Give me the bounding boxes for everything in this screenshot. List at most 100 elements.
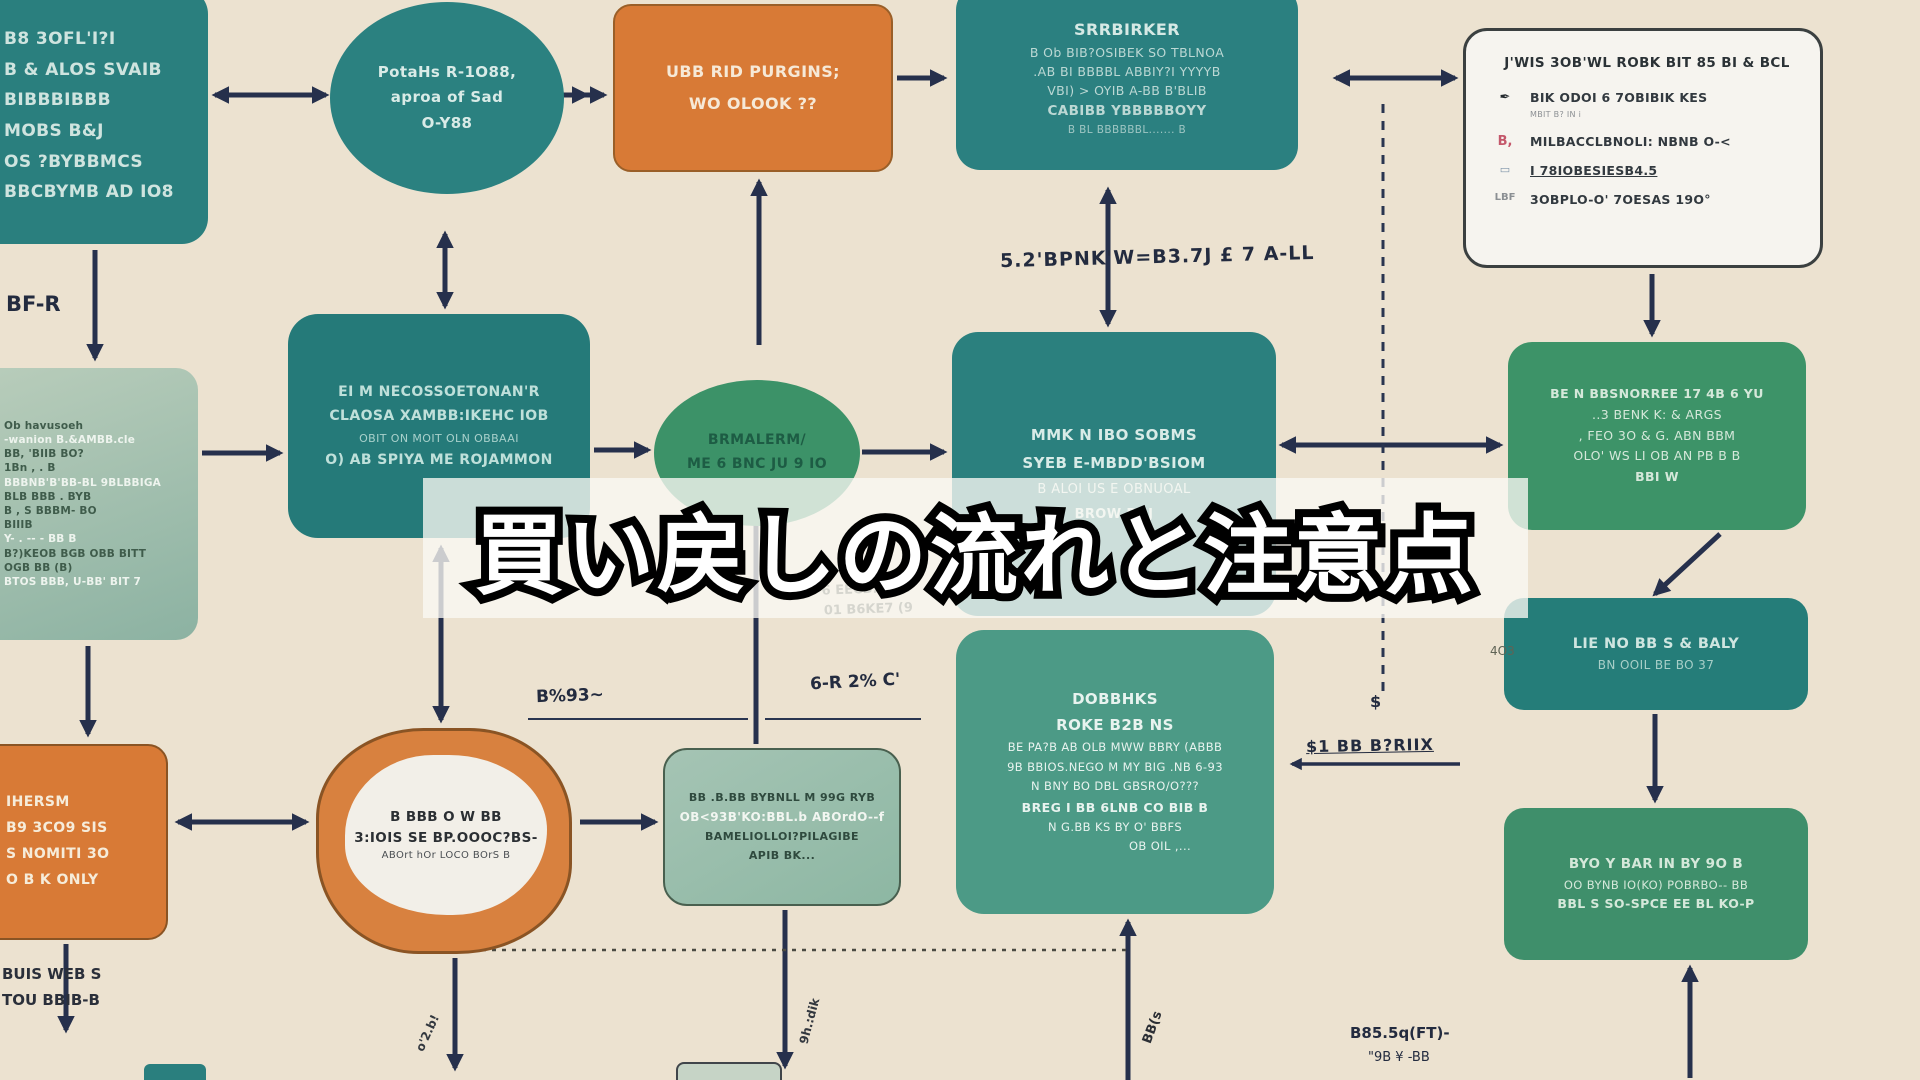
text-line: MOBS B&J (4, 121, 104, 141)
text-line: BE PA?B AB OLB MWW BBRY (ABBB (1007, 740, 1223, 754)
text-line: O) AB SPIYA ME ROJAMMON (325, 451, 553, 468)
card-icon: ▭ (1499, 163, 1511, 176)
node-top-left: B8 3OFL'I?I B & ALOS SVAIB BIBBBIBBB MOBS B… (0, 0, 208, 244)
info-item-text: 3OBPLO-O' 7OESAS 19O° (1530, 192, 1711, 207)
text-line: BLB BBB . BYB (4, 490, 92, 503)
text-line: BBBNB'B'BB-BL 9BLBBIGA (4, 476, 162, 489)
label-icon: LBF (1494, 192, 1516, 203)
text-line: B9 3CO9 SIS (6, 820, 108, 837)
text-line: BIIIB (4, 519, 33, 532)
text-line: Ob havusoeh (4, 419, 84, 432)
tiny-teal-box (144, 1064, 206, 1080)
node-orange-top: UBB RID PURGINS; WO OLOOK ?? (613, 4, 893, 172)
text-line: BRMALERM/ (707, 432, 807, 449)
label-4o3: 4O3 (1490, 644, 1515, 658)
text-line: ABOrt hOr LOCO BOrS B (381, 849, 511, 861)
text-line: PotaHs R-1O88, (377, 62, 517, 81)
info-item-subtext: MBIT B? IN i (1530, 110, 1582, 119)
node-orange-bottom-left: IHERSM B9 3CO9 SIS S NOMITI 3O O B K ONLY (0, 744, 168, 940)
list-item: ▭ I 78IOBESIESB4.5 (1492, 163, 1802, 178)
text-line: OS ?BYBBMCS (4, 151, 144, 172)
text-line: UBB RID PURGINS; (666, 62, 840, 81)
text-line: -wanion B.&AMBB.cle (4, 434, 136, 447)
text-line: ..3 BENK K: & ARGS (1591, 407, 1723, 423)
text-line: IHERSM (6, 794, 70, 811)
text-line: OLO' WS LI OB AN PB B B (1573, 448, 1741, 464)
text-line: LIE NO BB S & BALY (1572, 635, 1740, 652)
text-line: OBIT ON MOIT OLN OBBAAI (359, 431, 519, 445)
node-right-green-2: BYO Y BAR IN BY 9O B OO BYNB IO(KO) POBRB… (1504, 808, 1808, 960)
info-item-text: MILBACCLBNOLI: NBNB O-< (1530, 134, 1731, 149)
node-right-green: BE N BBSNORREE 17 4B 6 YU ..3 BENK K: & A… (1508, 342, 1806, 530)
text-line: BBI W (1635, 468, 1679, 484)
list-item: ✒ BIK ODOI 6 7OBIBIK KES MBIT B? IN i (1492, 90, 1802, 120)
node-info-panel: J'WIS 3OB'WL ROBK BIT 85 BI & BCL ✒ BIK … (1463, 28, 1823, 268)
text-line: O-Y88 (421, 113, 473, 132)
text-line: O B K ONLY (6, 871, 99, 888)
text-line: VBI) > OYIB A-BB B'BLIB (1047, 83, 1207, 99)
text-line: BE N BBSNORREE 17 4B 6 YU (1550, 386, 1764, 402)
text-line: , FEO 3O & G. ABN BBM (1578, 427, 1736, 443)
text-line: BB .B.BB BYBNLL M 99G RYB (688, 790, 876, 804)
info-panel-title: J'WIS 3OB'WL ROBK BIT 85 BI & BCL (1504, 55, 1790, 71)
text-line: BAMELIOLLOI?PILAGIBE (705, 829, 859, 843)
text-line: N BNY BO DBL GBSRO/O??? (1030, 779, 1199, 794)
text-line: B & ALOS SVAIB (4, 59, 162, 80)
text-line: Y- . -- - BB B (4, 533, 77, 546)
text-line: OB OIL ,... (1128, 839, 1192, 854)
text-line: CABIBB YBBBBBOYY (1047, 102, 1207, 119)
text-line: BTOS BBB, U-BB' BIT 7 (4, 575, 141, 588)
list-item: LBF 3OBPLO-O' 7OESAS 19O° (1492, 192, 1802, 207)
page-title: 買い戻しの流れと注意点 (475, 485, 1476, 612)
text-line: B BBB O W BB (390, 809, 502, 826)
label-bottom-right-2: "9B ¥ -BB (1368, 1050, 1430, 1065)
text-line: OB<93B'KO:BBL.b ABOrdO--f (679, 810, 885, 825)
list-item: B, MILBACCLBNOLI: NBNB O-< (1492, 134, 1802, 149)
text-line: BBCBYMB AD IO8 (4, 182, 174, 203)
pink-tag-icon: B, (1497, 134, 1513, 149)
node-green-gradient: BB .B.BB BYBNLL M 99G RYB OB<93B'KO:BBL.b… (663, 748, 901, 906)
info-item-text: I 78IOBESIESB4.5 (1530, 163, 1658, 178)
text-line: B8 3OFL'I?I (4, 29, 116, 50)
label-bfr: BF-R (6, 292, 61, 316)
label-b293: B%93~ (535, 684, 605, 708)
text-line: aproa of Sad (390, 88, 504, 107)
label-dollar: $ (1370, 692, 1382, 711)
pen-icon: ✒ (1499, 90, 1511, 105)
text-line: BYO Y BAR IN BY 9O B (1568, 856, 1744, 872)
text-line: BBL S SO-SPCE EE BL KO-P (1557, 895, 1755, 911)
text-line: .AB BI BBBBL ABBIY?I YYYYB (1033, 64, 1221, 80)
text-line: 3:IOIS SE BP.OOOC?BS- (354, 829, 538, 846)
text-line: CLAOSA XAMBB:IKEHC IOB (329, 408, 549, 425)
text-line: BB, 'BIIB BO? (4, 448, 84, 461)
text-line: EI M NECOSSOETONAN'R (338, 383, 540, 400)
text-line: S NOMITI 3O (6, 846, 110, 862)
small-pale-box (676, 1062, 782, 1080)
text-line: WO OLOOK ?? (688, 94, 818, 113)
arrow-rightgreen-rightteal2 (1652, 532, 1722, 597)
blob-inner-panel: B BBB O W BB 3:IOIS SE BP.OOOC?BS- ABOrt h… (345, 755, 547, 915)
text-line: ME 6 BNC JU 9 IO (686, 456, 828, 472)
text-line: DOBBHKS (1072, 690, 1158, 708)
title-wrap: 買い戻しの流れと注意点 (423, 474, 1528, 622)
text-line: SYEB E-MBDD'BSIOM (1022, 454, 1206, 473)
node-bottom-center: DOBBHKS ROKE B2B NS BE PA?B AB OLB MWW BBR… (956, 630, 1274, 914)
text-line: B , S BBBM- BO (4, 505, 97, 517)
text-line: 1Bn , . B (4, 462, 56, 475)
text-line: OO BYNB IO(KO) POBRBO-- BB (1563, 877, 1749, 892)
text-line: SRRBIRKER (1074, 19, 1180, 39)
label-bottom-right-1: B85.5q(FT)- (1350, 1024, 1450, 1042)
label-buyback-price: $1 BB B?RIIX (1305, 734, 1434, 757)
node-orange-blob: B BBB O W BB 3:IOIS SE BP.OOOC?BS- ABOrt h… (316, 728, 572, 954)
text-line: ROKE B2B NS (1056, 715, 1174, 734)
text-line: OGB BB (B) (4, 561, 73, 574)
text-line: B BL BBBBBBL....... B (1067, 123, 1187, 136)
text-line: BIBBBIBBB (4, 90, 111, 111)
info-item-text: BIK ODOI 6 7OBIBIK KES (1530, 90, 1708, 105)
